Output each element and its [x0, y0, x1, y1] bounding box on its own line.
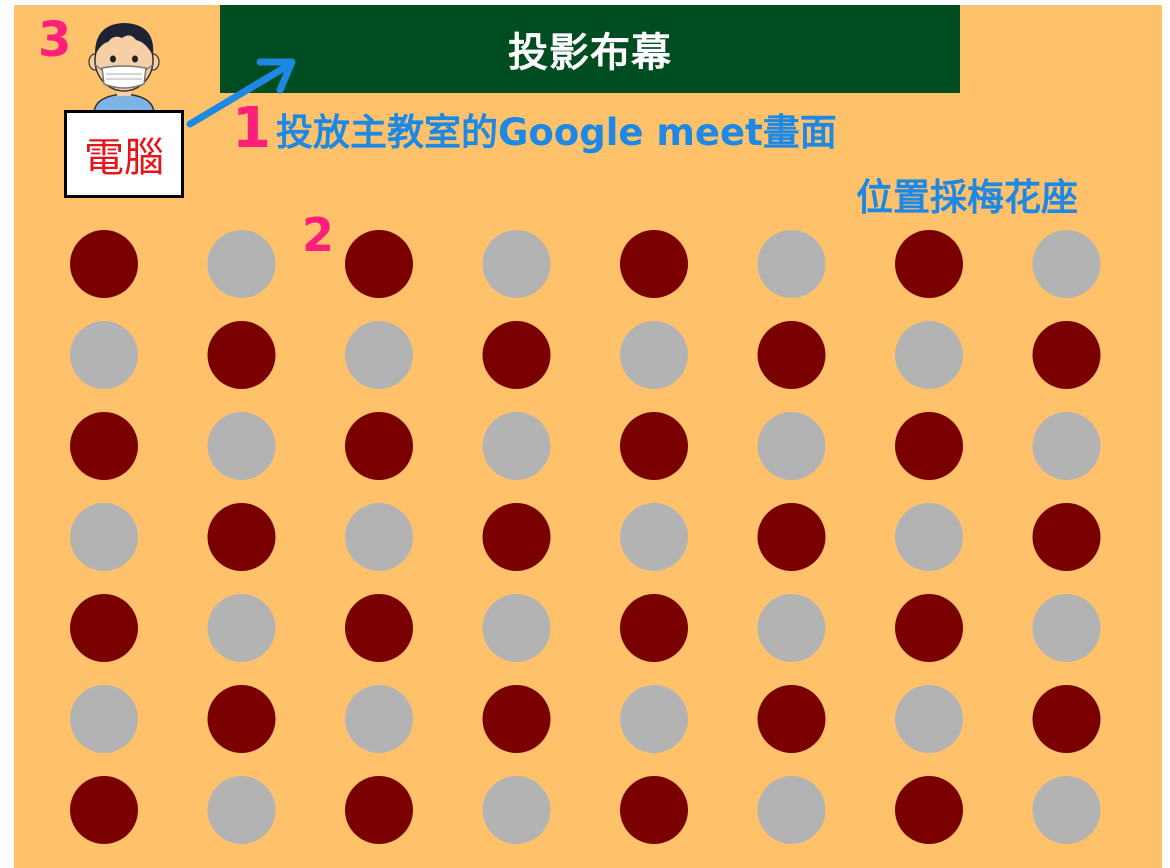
- seat-empty-r6-c7: [895, 685, 963, 753]
- seat-occupied-r7-c5: [620, 776, 688, 844]
- seat-occupied-r2-c8: [1032, 321, 1101, 389]
- seat-occupied-r5-c1: [70, 594, 138, 662]
- seat-empty-r6-c3: [345, 685, 413, 753]
- seat-empty-r7-c6: [757, 776, 826, 844]
- seat-occupied-r5-c5: [620, 594, 688, 662]
- seat-occupied-r2-c2: [207, 321, 276, 389]
- seat-empty-r2-c1: [70, 321, 138, 389]
- seat-occupied-r2-c4: [482, 321, 551, 389]
- arrow-up-right-icon: [186, 58, 296, 128]
- seat-empty-r5-c2: [207, 594, 276, 662]
- seat-occupied-r3-c1: [70, 412, 138, 480]
- seat-empty-r5-c6: [757, 594, 826, 662]
- seat-empty-r3-c8: [1032, 412, 1101, 480]
- step-number-2: 2: [302, 208, 335, 262]
- seat-empty-r2-c7: [895, 321, 963, 389]
- computer-label-box: 電腦: [64, 110, 184, 198]
- seat-occupied-r6-c2: [207, 685, 276, 753]
- seat-occupied-r5-c3: [345, 594, 413, 662]
- seat-occupied-r6-c8: [1032, 685, 1101, 753]
- seat-occupied-r3-c7: [895, 412, 963, 480]
- seat-empty-r3-c2: [207, 412, 276, 480]
- seat-occupied-r1-c1: [70, 230, 138, 298]
- seat-empty-r4-c1: [70, 503, 138, 571]
- seat-empty-r3-c4: [482, 412, 551, 480]
- step-number-1: 1: [232, 96, 271, 161]
- seat-occupied-r7-c7: [895, 776, 963, 844]
- seat-occupied-r1-c3: [345, 230, 413, 298]
- seat-empty-r4-c5: [620, 503, 688, 571]
- seat-occupied-r6-c4: [482, 685, 551, 753]
- seat-empty-r1-c4: [482, 230, 551, 298]
- seat-empty-r2-c3: [345, 321, 413, 389]
- projection-screen-label: 投影布幕: [508, 30, 672, 76]
- seat-empty-r6-c5: [620, 685, 688, 753]
- seat-empty-r1-c8: [1032, 230, 1101, 298]
- projection-screen: 投影布幕: [220, 5, 960, 93]
- classroom-floor: [14, 5, 1162, 868]
- seat-occupied-r2-c6: [757, 321, 826, 389]
- seat-empty-r5-c8: [1032, 594, 1101, 662]
- seat-occupied-r4-c8: [1032, 503, 1101, 571]
- seat-occupied-r6-c6: [757, 685, 826, 753]
- computer-label: 電腦: [84, 135, 164, 181]
- seat-empty-r7-c2: [207, 776, 276, 844]
- seat-occupied-r4-c6: [757, 503, 826, 571]
- seat-occupied-r7-c1: [70, 776, 138, 844]
- seat-empty-r2-c5: [620, 321, 688, 389]
- seat-empty-r3-c6: [757, 412, 826, 480]
- seat-empty-r4-c7: [895, 503, 963, 571]
- seat-empty-r7-c4: [482, 776, 551, 844]
- step-number-3: 3: [38, 12, 72, 68]
- seat-empty-r5-c4: [482, 594, 551, 662]
- seat-occupied-r5-c7: [895, 594, 963, 662]
- seat-occupied-r1-c5: [620, 230, 688, 298]
- seat-empty-r6-c1: [70, 685, 138, 753]
- seat-empty-r1-c2: [207, 230, 276, 298]
- seating-caption: 位置採梅花座: [856, 176, 1078, 219]
- projection-caption: 投放主教室的Google meet畫面: [276, 111, 837, 154]
- seat-empty-r4-c3: [345, 503, 413, 571]
- seat-occupied-r7-c3: [345, 776, 413, 844]
- seat-empty-r1-c6: [757, 230, 826, 298]
- seat-empty-r7-c8: [1032, 776, 1101, 844]
- seat-occupied-r1-c7: [895, 230, 963, 298]
- seat-occupied-r4-c2: [207, 503, 276, 571]
- seat-occupied-r4-c4: [482, 503, 551, 571]
- seat-occupied-r3-c5: [620, 412, 688, 480]
- seat-occupied-r3-c3: [345, 412, 413, 480]
- masked-person-icon: [88, 23, 160, 114]
